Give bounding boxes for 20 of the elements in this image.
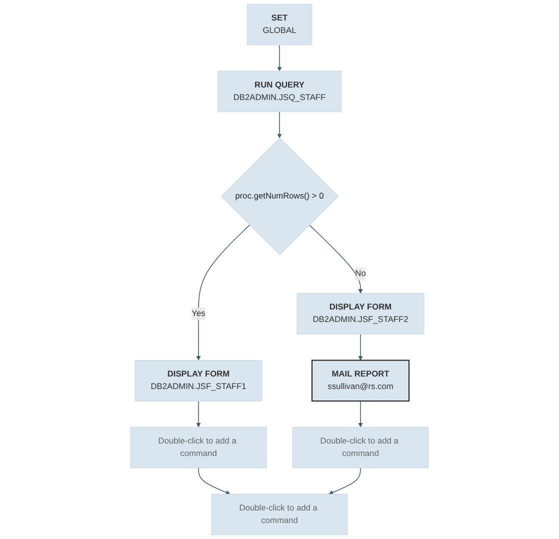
arrow (308, 224, 363, 294)
node-box: MAIL REPORT ssullivan@rs.com (311, 360, 410, 402)
arrow (198, 468, 230, 495)
node-box: SET GLOBAL (246, 4, 312, 46)
edge-label: No (355, 269, 366, 278)
node-box: DISPLAY FORM DB2ADMIN.JSF_STAFF2 (296, 293, 424, 334)
node-box: Double-click to add a command (211, 494, 348, 536)
node-box: Double-click to add a command (130, 426, 267, 468)
arrow (277, 111, 282, 138)
node-box: DISPLAY FORM DB2ADMIN.JSF_STAFF1 (134, 360, 262, 402)
arrow (358, 400, 363, 428)
arrow (196, 224, 250, 360)
arrow (277, 44, 282, 72)
node-box: RUN QUERY DB2ADMIN.JSQ_STAFF (217, 70, 342, 112)
edge-label: Yes (192, 309, 206, 318)
node-box: Double-click to add a command (292, 426, 429, 468)
node-diamond: proc.getNumRows() > 0 (221, 138, 338, 256)
arrow (196, 400, 201, 428)
arrow (358, 334, 363, 360)
arrow (328, 468, 361, 495)
